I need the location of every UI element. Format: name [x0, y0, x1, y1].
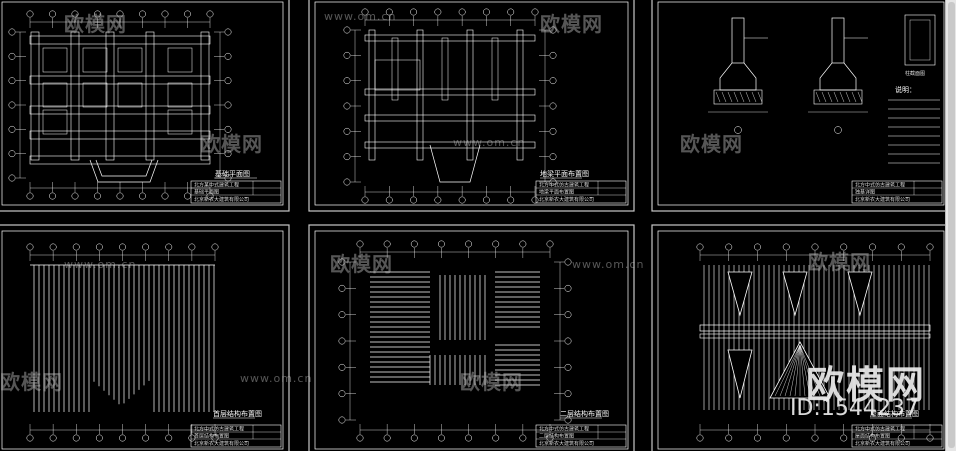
- sheet-title-block-name: 地梁平面布置图: [539, 189, 574, 196]
- sheet-project: 北方某中式建筑工程: [194, 182, 239, 189]
- notes-title: 说明：: [895, 85, 916, 94]
- sheet-title: 地梁平面布置图: [540, 169, 589, 178]
- sheet-project: 北方中式仿古建筑工程: [855, 426, 905, 433]
- sheet-title-block-name: 独基详图: [855, 189, 875, 196]
- sheet-title-block-name: 基础平面图: [194, 189, 219, 196]
- watermark-brand: 欧模网: [64, 12, 127, 36]
- watermark-brand-large: 欧模网: [806, 363, 927, 407]
- watermark-brand: 欧模网: [0, 370, 63, 394]
- watermark-url: www.om.cn: [64, 258, 137, 271]
- sheet-title: 二层结构布置图: [560, 409, 609, 418]
- sheet-project: 北方中式仿古建筑工程: [194, 426, 244, 433]
- scrollbar-thumb[interactable]: [948, 2, 955, 448]
- sheet-title: 首层结构布置图: [213, 409, 262, 418]
- sheet-title-block-name: 首层结构布置图: [194, 433, 229, 440]
- watermark-brand: 欧模网: [200, 132, 263, 156]
- watermark-url: www.om.cn: [240, 372, 313, 385]
- watermark-brand: 欧模网: [540, 12, 603, 36]
- sheet-company: 北京新农大建筑有限公司: [194, 196, 249, 203]
- watermark-brand: 欧模网: [460, 370, 523, 394]
- sheet-title: 屋面结构布置图: [870, 409, 919, 418]
- sheet-company: 北京新农大建筑有限公司: [194, 440, 249, 447]
- column-section-label: 柱截面图: [905, 70, 925, 77]
- watermark-url: www.om.cn: [453, 136, 526, 149]
- sheet-company: 北京新农大建筑有限公司: [539, 440, 594, 447]
- sheet-company: 北京新农大建筑有限公司: [539, 196, 594, 203]
- watermark-id: ID:1544237: [790, 396, 919, 421]
- watermark-brand: 欧模网: [680, 132, 743, 156]
- sheet-project: 北方中式仿古建筑工程: [855, 182, 905, 189]
- watermark-url: www.om.cn: [324, 10, 397, 23]
- watermark-brand: 欧模网: [330, 252, 393, 276]
- sheet-project: 北方中式仿古建筑工程: [539, 182, 589, 189]
- sheet-company: 北京新农大建筑有限公司: [855, 196, 910, 203]
- watermark-url: www.om.cn: [572, 258, 645, 271]
- sheet-title-block-name: 二层结构布置图: [539, 433, 574, 440]
- watermark-brand: 欧模网: [808, 250, 871, 274]
- sheet-company: 北京新农大建筑有限公司: [855, 440, 910, 447]
- sheet-title: 基础平面图: [215, 169, 250, 178]
- sheet-project: 北方中式仿古建筑工程: [539, 426, 589, 433]
- sheet-title-block-name: 屋面结构布置图: [855, 433, 890, 440]
- vertical-scrollbar[interactable]: [945, 0, 956, 451]
